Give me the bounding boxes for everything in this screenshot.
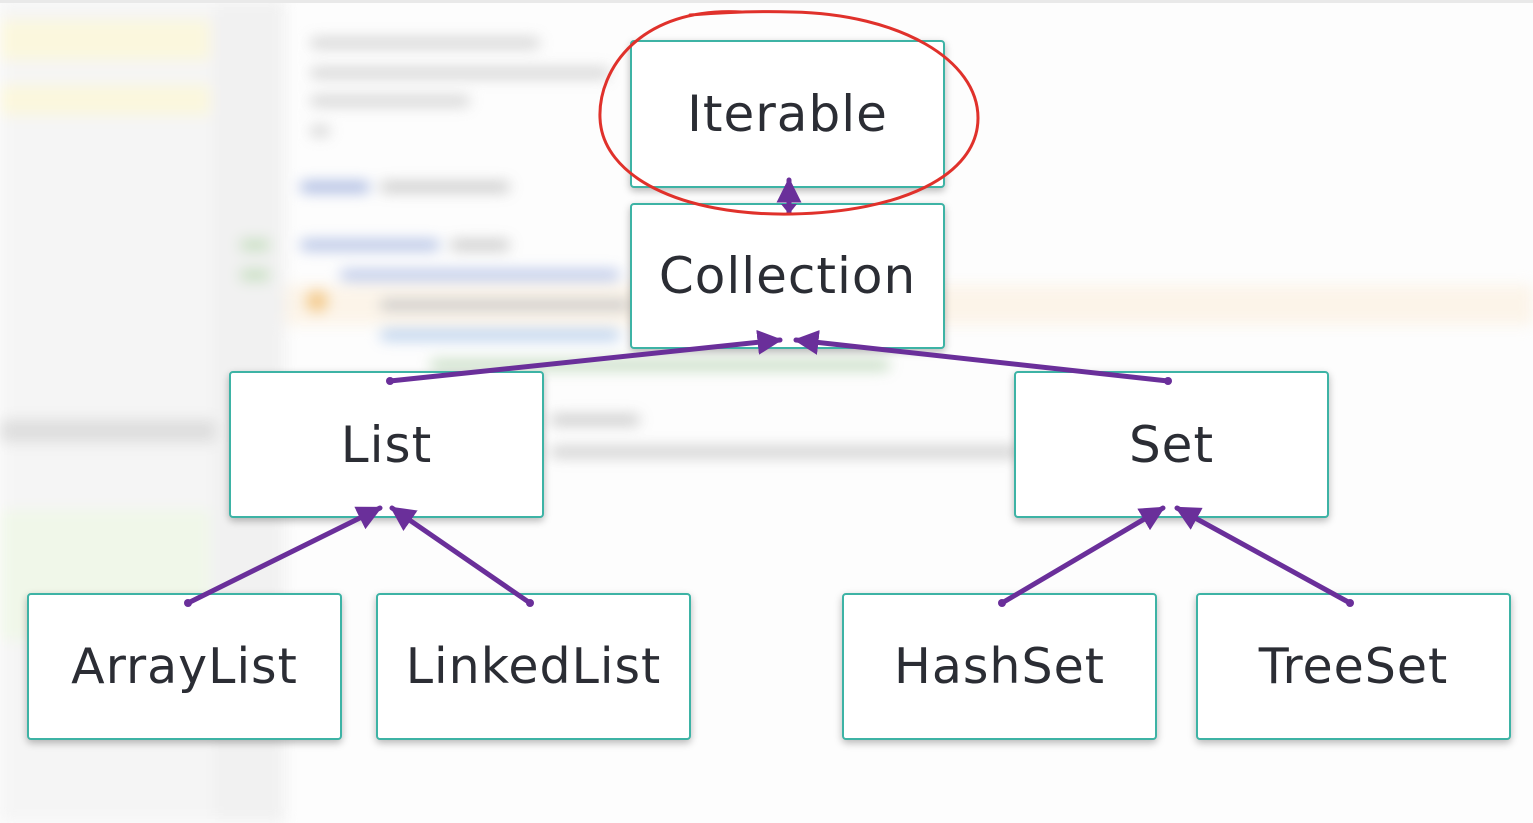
hashset-node: HashSet <box>842 593 1157 740</box>
set-label: Set <box>1128 415 1215 474</box>
treeset-label: TreeSet <box>1258 638 1449 695</box>
iterable-node: Iterable <box>630 40 945 188</box>
list-label: List <box>340 415 433 474</box>
iterable-label: Iterable <box>687 85 888 143</box>
list-node: List <box>229 371 544 518</box>
arraylist-node: ArrayList <box>27 593 342 740</box>
arraylist-label: ArrayList <box>71 638 298 695</box>
top-border <box>0 0 1533 3</box>
linkedlist-node: LinkedList <box>376 593 691 740</box>
collection-node: Collection <box>630 203 945 349</box>
linkedlist-label: LinkedList <box>405 638 662 695</box>
treeset-node: TreeSet <box>1196 593 1511 740</box>
collection-label: Collection <box>658 247 917 305</box>
set-node: Set <box>1014 371 1329 518</box>
hashset-label: HashSet <box>894 638 1105 695</box>
